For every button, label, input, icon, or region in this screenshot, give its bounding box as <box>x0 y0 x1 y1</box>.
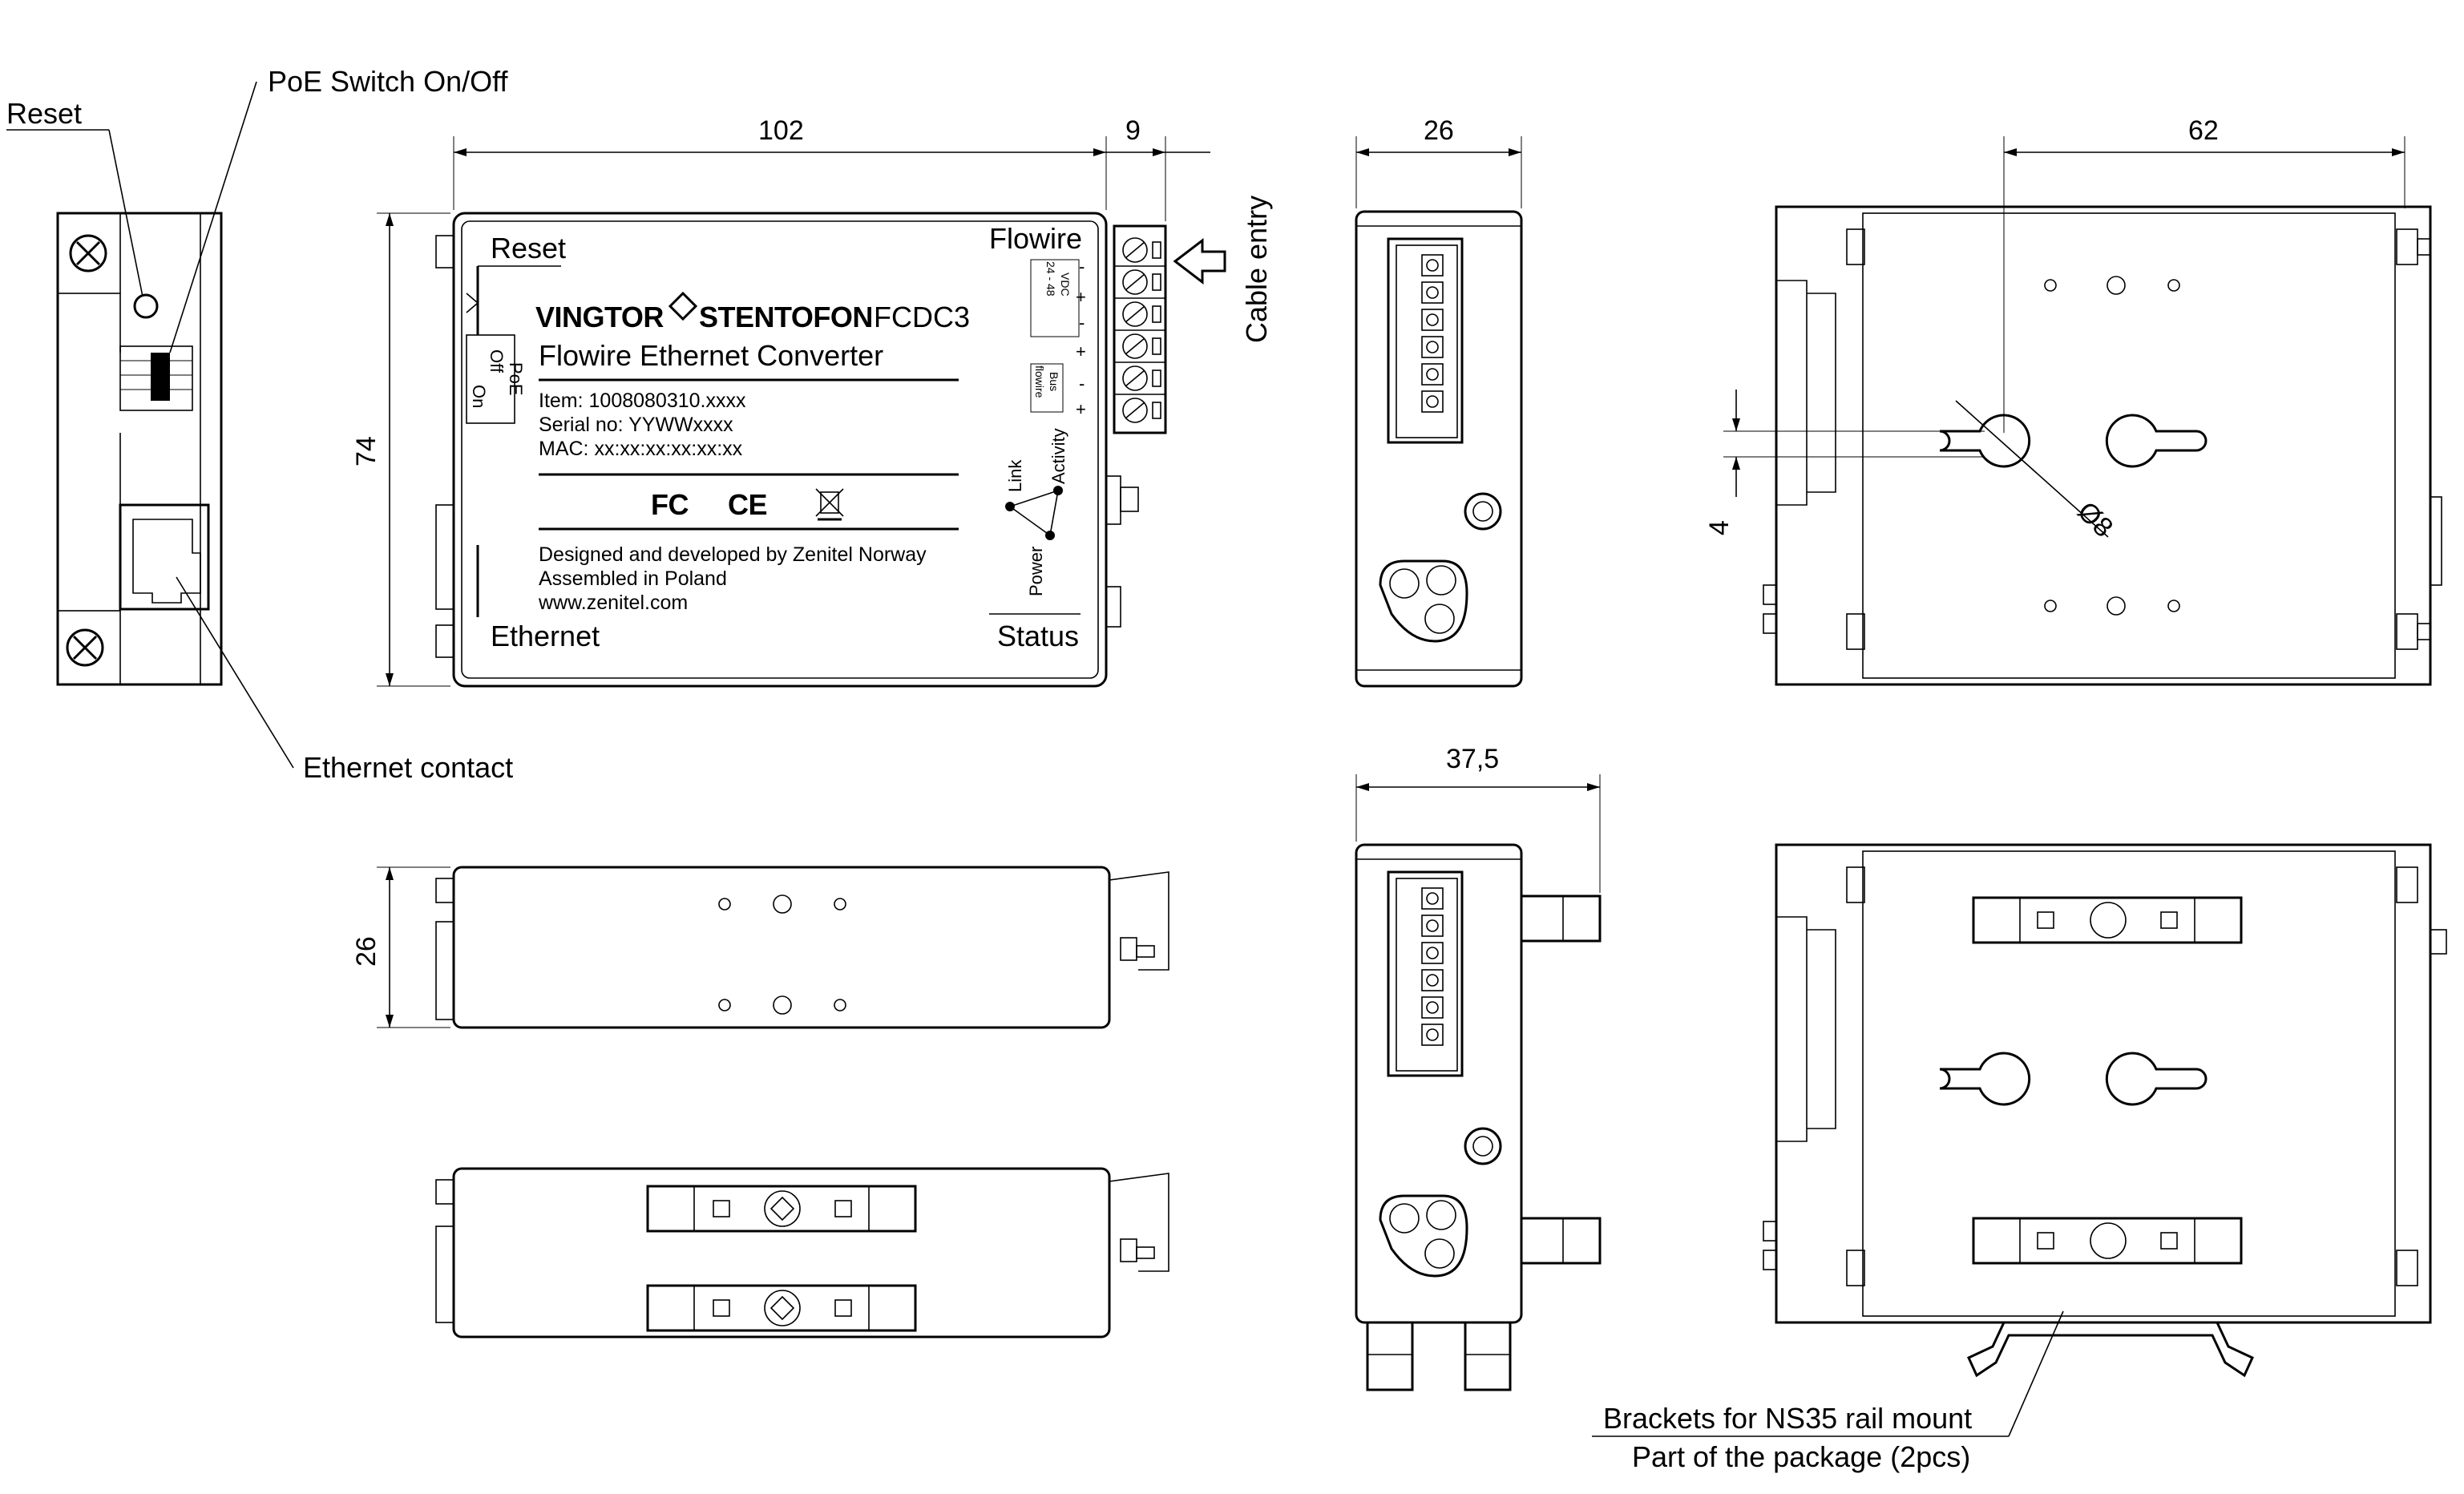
din-rail-clip <box>1967 1322 2254 1378</box>
designed-label: Designed and developed by Zenitel Norway <box>539 543 927 566</box>
status-label: Status <box>997 620 1079 652</box>
callouts: Reset PoE Switch On/Off Ethernet contact… <box>6 65 2064 1473</box>
item-label: Item: 1008080310.xxxx <box>539 390 746 412</box>
off-label: Off <box>487 349 507 374</box>
link-label: Link <box>1005 459 1025 492</box>
dim-height: 74 <box>351 436 382 466</box>
brand-logo-icon <box>668 291 698 321</box>
product-label: Flowire Ethernet Converter <box>539 339 883 372</box>
ce-mark: CE <box>728 488 767 521</box>
top-view-brackets <box>435 1167 1169 1339</box>
polarity-6: + <box>1076 399 1086 419</box>
bracket-lower <box>646 1284 917 1332</box>
bracket-upper <box>646 1185 917 1233</box>
reset-button-hole <box>133 293 159 319</box>
web-label: www.zenitel.com <box>538 592 688 614</box>
dim-side-depth-bottom: 26 <box>351 936 382 967</box>
on-label: On <box>469 385 489 408</box>
front-reset-label: Reset <box>491 232 566 264</box>
keyhole-right <box>2105 414 2208 468</box>
dim-hole-diameter: Ø8 <box>2071 496 2119 543</box>
nut-icon <box>1464 492 1502 531</box>
left-end-view <box>56 212 223 686</box>
mac-label: MAC: xx:xx:xx:xx:xx:xx <box>539 438 743 460</box>
screw-head-icon <box>66 628 104 667</box>
reset-callout: Reset <box>6 97 82 130</box>
voltage-label: 24 - 48 <box>1044 261 1057 297</box>
connector-plug <box>1387 237 1464 444</box>
dim-bracket-depth: 37,5 <box>1446 744 1499 774</box>
arrow-left-icon <box>1173 237 1226 285</box>
front-view: Cable entry Reset Flowire Off On PoE VIN… <box>351 115 1273 688</box>
ethernet-port <box>119 503 210 611</box>
polarity-1: - <box>1079 256 1085 277</box>
status-led-diagram <box>1005 486 1063 540</box>
serial-label: Serial no: YYWWxxxx <box>539 414 733 436</box>
side-view-brackets: 37,5 <box>1355 744 1602 1391</box>
ethernet-label: Ethernet <box>491 620 600 652</box>
top-view: 26 <box>351 866 1169 1029</box>
brand-stentofon: STENTOFON <box>699 301 873 333</box>
terminal-block <box>1113 224 1167 434</box>
activity-label: Activity <box>1048 428 1068 484</box>
back-view: 62 4 Ø8 <box>1704 115 2442 686</box>
dim-back-width: 62 <box>2188 115 2219 146</box>
dim-offset: 4 <box>1704 520 1735 535</box>
weee-bin-icon <box>815 488 844 521</box>
poe-label-box <box>466 334 515 424</box>
power-label: Power <box>1026 547 1046 596</box>
polarity-3: - <box>1079 313 1085 333</box>
dim-side-depth: 26 <box>1424 115 1454 146</box>
triangle-led-mount <box>1379 559 1468 643</box>
ethernet-contact-callout: Ethernet contact <box>303 751 513 784</box>
fc-mark: FC <box>651 488 689 521</box>
poe-label: PoE <box>506 362 526 396</box>
brackets-callout-2: Part of the package (2pcs) <box>1632 1440 1970 1473</box>
flowire-small-label: flowire <box>1033 365 1046 398</box>
polarity-4: + <box>1076 341 1086 361</box>
vdc-label: VDC <box>1059 273 1072 297</box>
dim-length: 102 <box>758 115 804 146</box>
dim-connector: 9 <box>1125 115 1141 146</box>
screw-head-icon <box>69 234 107 273</box>
bus-box <box>1030 363 1064 413</box>
bus-label: Bus <box>1048 372 1060 391</box>
keyhole-left <box>1939 414 2031 468</box>
poe-switch <box>119 345 193 411</box>
polarity-5: - <box>1079 374 1085 394</box>
poe-switch-callout: PoE Switch On/Off <box>268 65 508 98</box>
side-view: 26 <box>1355 115 1523 688</box>
flowire-label: Flowire <box>989 222 1082 255</box>
model-label: FCDC3 <box>874 301 970 333</box>
back-view-brackets <box>1763 843 2447 1378</box>
brand-vingtor: VINGTOR <box>535 301 664 333</box>
voltage-box <box>1030 259 1080 337</box>
assembled-label: Assembled in Poland <box>539 567 727 590</box>
cable-entry-label: Cable entry <box>1240 196 1273 343</box>
brackets-callout-1: Brackets for NS35 rail mount <box>1603 1402 1972 1435</box>
polarity-2: + <box>1076 287 1086 307</box>
